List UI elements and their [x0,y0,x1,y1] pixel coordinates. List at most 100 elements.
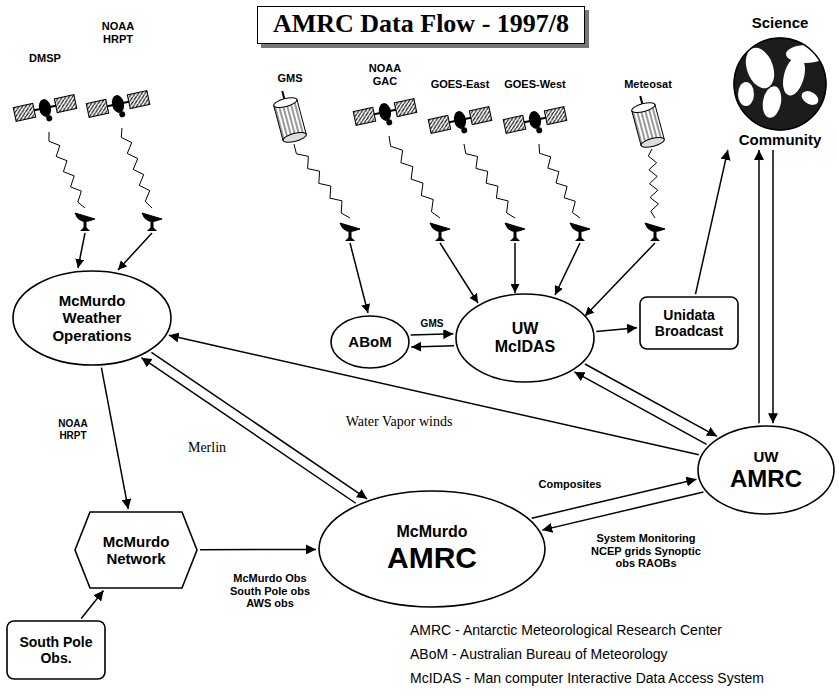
drum-bottom [282,130,307,144]
flow-label: Composites [530,478,610,491]
ground-dish [142,213,162,231]
flow-label: GMS [414,318,450,330]
sensor-dish [461,127,468,134]
abbreviation-note: McIDAS - Man computer Interactive Data A… [410,670,835,686]
flow-label: NOAA HRPT [48,418,98,441]
continent-shape [738,82,754,106]
flow-arrow [169,335,699,455]
flow-arrow [81,591,103,619]
ellipse-outline [319,491,545,607]
solar-panel [544,107,566,125]
node-label: AMRC [387,541,477,576]
node-text-group: ABoM [348,333,391,350]
node-label: ABoM [348,333,391,350]
agency-ellipse: ABoM [330,315,410,369]
node-text-group: McMurdo Weather Operations [42,292,142,344]
sensor-dish [386,119,393,126]
dish-base [575,236,585,241]
node-outline [726,14,834,148]
hexagon-outline [75,512,197,588]
satellite-body [503,105,568,140]
dish-base [147,226,157,231]
drum-antenna [282,91,284,99]
dish-base [650,236,660,241]
satellite-name: DMSP [20,52,70,65]
dish-base [345,236,355,241]
dish-base [80,226,90,231]
flow-arrow [200,549,316,551]
ellipse-outline [456,294,594,382]
downlink-arrow [78,233,85,268]
center-ellipse: UWAMRC [697,425,835,515]
sensor-dish [536,127,543,134]
satellite-core [452,110,467,130]
flow-arrow [585,364,717,436]
satellite-name: GOES-East [425,78,495,91]
solar-panel [13,103,35,121]
node-label: UW McIDAS [485,320,565,357]
downlink-arrow [118,233,152,270]
flow-arrow [758,150,760,423]
flow-arrow [411,334,454,335]
sensor-dish [119,111,126,118]
ground-dish [505,223,525,241]
satellite-icon [13,93,78,128]
solar-panel [428,115,450,133]
drum-top [631,101,656,115]
center-ellipse: McMurdoAMRC [318,490,546,608]
node-label: McMurdo [396,523,467,541]
drum-antenna [640,96,642,104]
sensor-dish [46,115,53,122]
drum-bottom [640,135,665,149]
satellite-body [271,88,308,144]
node-text-group: UW McIDAS [485,320,565,357]
satellite-icon [86,89,151,124]
node-text-group: ScienceCommunity [736,14,825,148]
flow-arrow [101,368,128,509]
dish-base [435,236,445,241]
downlink-arrow [350,243,368,313]
ground-dish [75,213,95,231]
flow-arrow [411,346,454,347]
satellite-body [629,93,666,149]
solar-panel [127,91,149,109]
satellite-core [37,98,52,118]
radio-link [464,144,515,218]
dish-base [510,236,520,241]
continents [738,44,826,119]
continent-shape [799,88,821,107]
radio-link [389,136,440,218]
radio-link [648,149,658,218]
satellite-core [527,110,542,130]
flow-arrow [141,358,355,504]
satellite-core [377,102,392,122]
globe-rim [734,38,826,130]
radio-link [49,132,85,208]
radio-link [121,128,152,208]
node-label: UW [754,448,779,465]
box-outline [7,621,105,679]
solar-panel [503,115,525,133]
flow-label: Merlin [182,440,232,456]
node-label: McMurdo Weather Operations [42,292,142,344]
solar-panel [469,107,491,125]
node-text-group: McMurdoAMRC [387,523,477,576]
flow-label: McMurdo Obs South Pole obs AWS obs [222,572,318,610]
drum-top [273,96,298,110]
ground-dish [570,223,590,241]
satellite-icon [629,93,666,149]
globe-disc [734,38,826,130]
broadcast-box: Unidata Broadcast [639,296,739,350]
node-text-group: South Pole Obs. [14,634,98,666]
ground-dish [340,223,360,241]
globe-caption: Science [752,14,809,31]
system-ellipse: UW McIDAS [455,293,595,383]
flow-arrow [695,150,727,294]
satellite-body [13,93,78,128]
solar-panel [86,99,108,117]
solar-panel [353,107,375,125]
radio-link [294,144,350,218]
flow-label: Water Vapor winds [340,414,458,430]
flow-arrow [596,328,637,332]
